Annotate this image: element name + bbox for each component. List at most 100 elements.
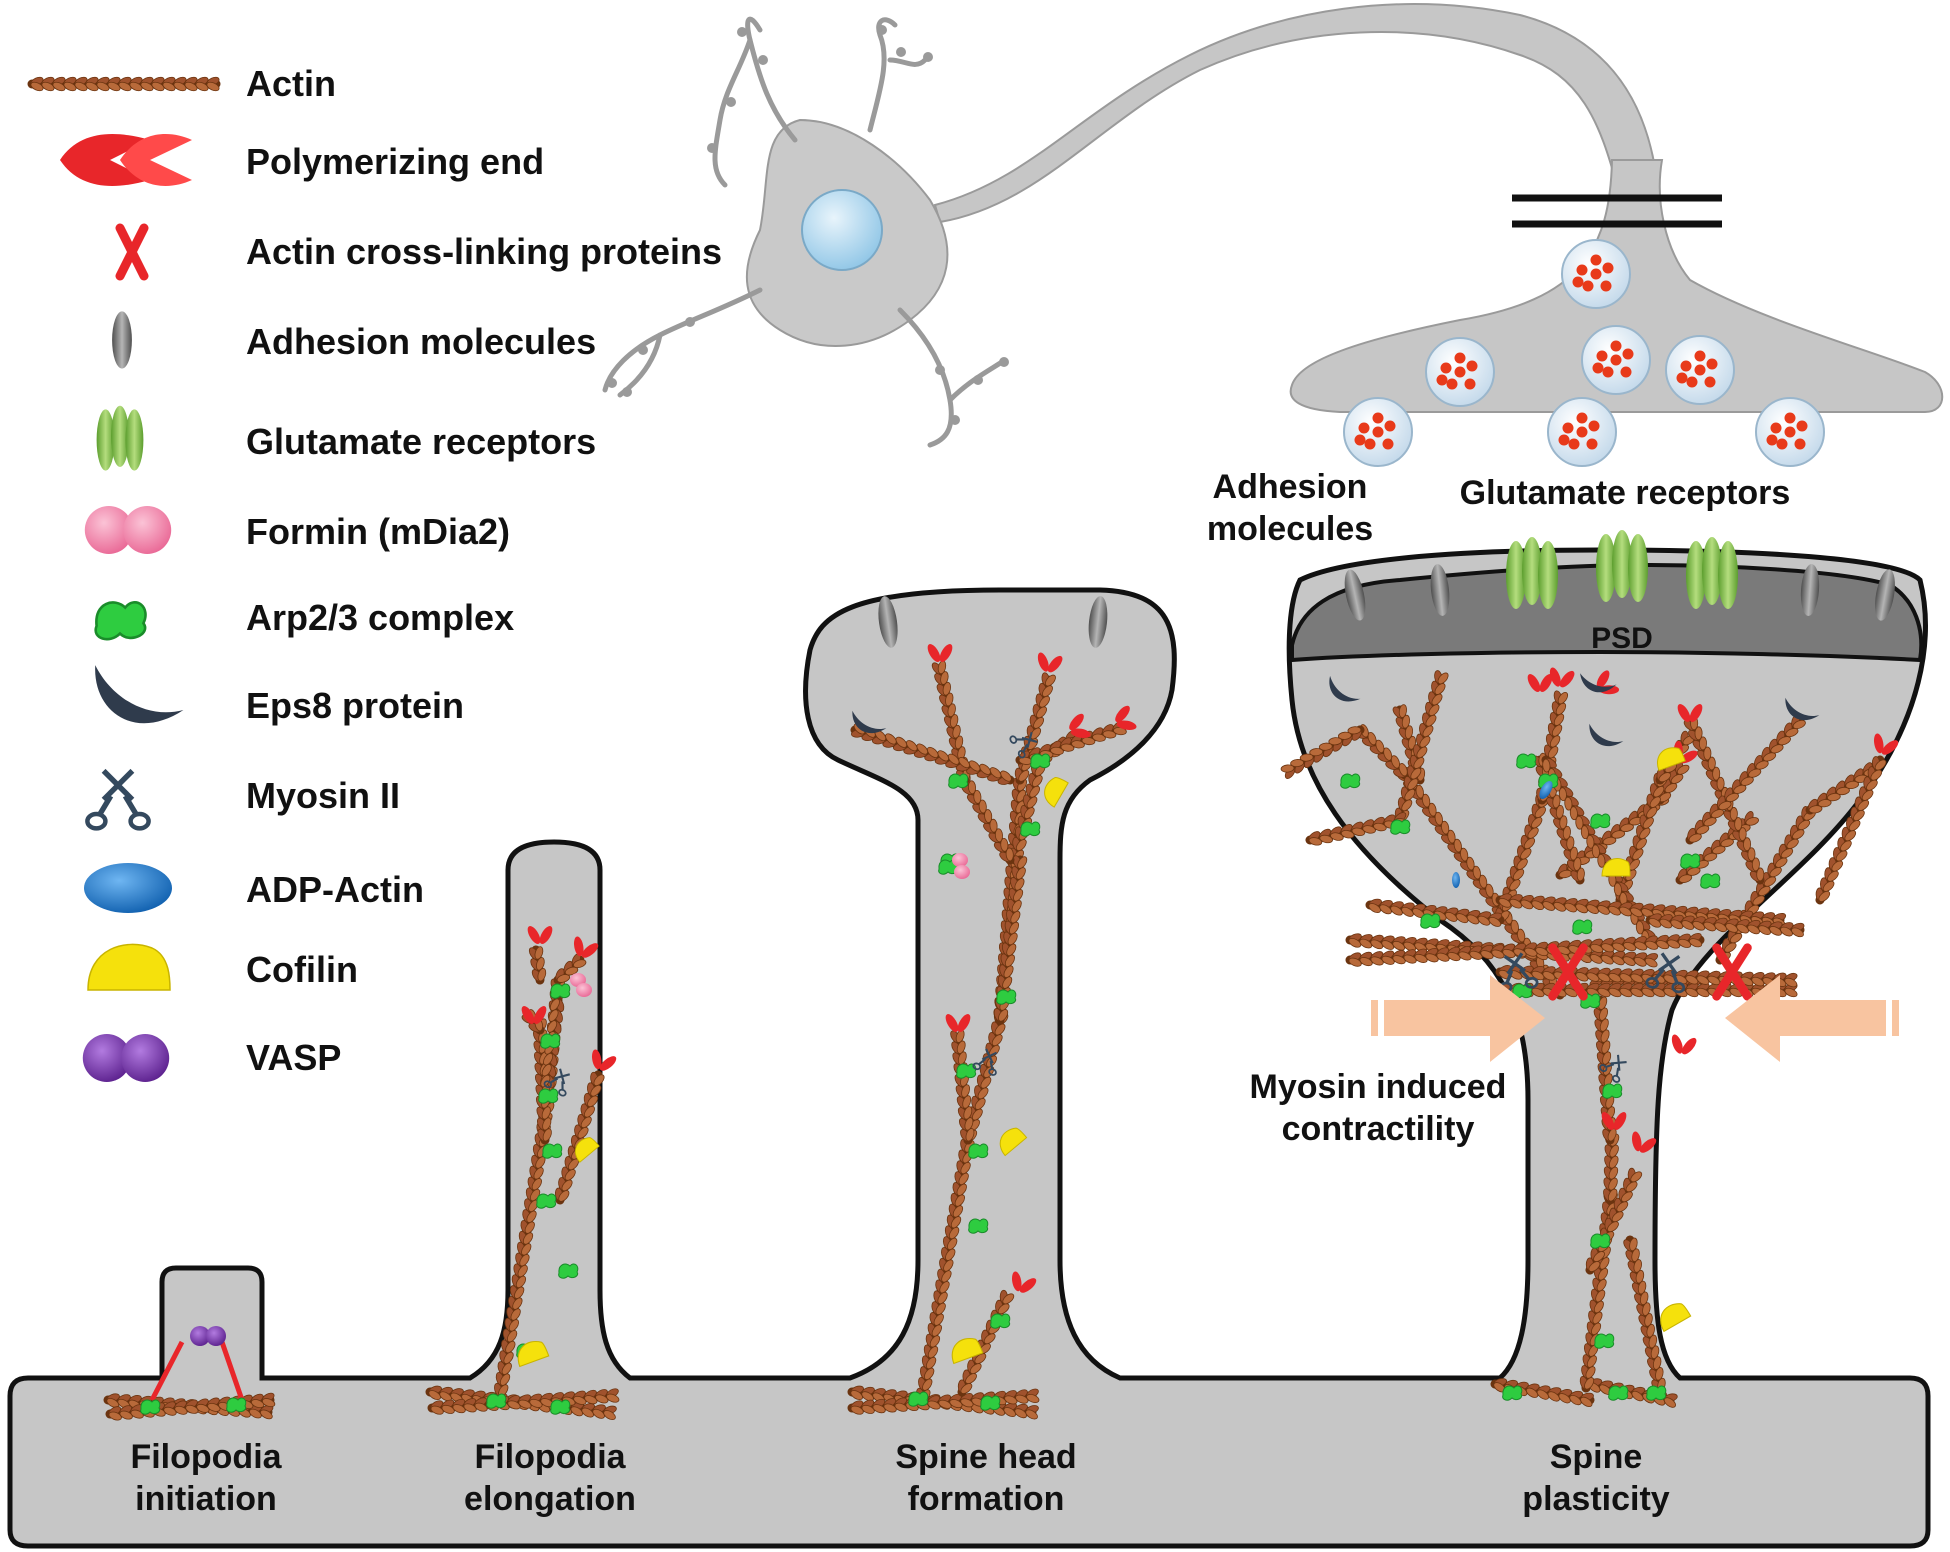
polymerizing-end-marker — [1115, 705, 1137, 731]
glutamate-receptor — [1506, 537, 1558, 609]
cofilin-marker — [1044, 777, 1069, 808]
legend-icon-myosin — [85, 768, 151, 831]
adhesion-molecule — [1344, 569, 1366, 621]
polymerizing-end-marker — [1631, 1131, 1657, 1153]
actin-filament — [528, 945, 547, 985]
cofilin-marker — [1660, 1303, 1692, 1333]
arp23-complex — [538, 1088, 559, 1104]
myosin-annotation-line1: Myosin induced — [1249, 1068, 1507, 1106]
glutamate-receptor — [1686, 537, 1738, 609]
formin-protein — [954, 865, 970, 879]
legend-label-eps8: Eps8 protein — [246, 685, 465, 726]
nucleus — [801, 189, 883, 271]
synaptic-vesicle — [1425, 337, 1495, 407]
synaptic-vesicle — [1561, 239, 1631, 309]
arp23-complex — [1420, 913, 1441, 929]
vasp-protein — [190, 1326, 226, 1346]
legend-label-vasp: VASP — [246, 1037, 342, 1078]
arp23-complex — [550, 1399, 571, 1415]
polymerizing-end-marker — [927, 644, 953, 662]
polymerizing-end-marker — [1527, 674, 1553, 692]
stage-caption-filopodia-initiation: Filopodia initiation — [130, 1438, 282, 1518]
legend-label-actin: Actin — [246, 63, 336, 104]
glutamate-annotation: Glutamate receptors — [1459, 474, 1791, 512]
adp-actin — [1452, 872, 1460, 888]
stage-caption-spine-head-formation: Spine head formation — [895, 1438, 1077, 1518]
polymerizing-end-marker — [1873, 733, 1899, 755]
myosin-contractility-annotation: Myosin induced contractility — [1228, 1066, 1528, 1150]
polymerizing-end-marker — [1671, 1034, 1697, 1055]
arp23-complex — [1502, 1385, 1523, 1401]
cofilin-marker — [1657, 747, 1686, 772]
arp23-complex — [968, 1143, 989, 1159]
arp23-complex — [540, 1033, 561, 1049]
arp23-complex — [140, 1399, 161, 1415]
arp23-complex — [226, 1397, 247, 1413]
adp-actin — [1539, 780, 1553, 800]
synaptic-vesicle — [1547, 397, 1617, 467]
dendritic-membrane — [7, 547, 1931, 1549]
myosin-ii — [1599, 1054, 1627, 1083]
legend-icon-cross-linking — [115, 223, 149, 281]
legend-icon-glutamate — [96, 405, 144, 471]
synaptic-vesicle — [1581, 325, 1651, 395]
actin-cross-linker — [1548, 943, 1588, 1001]
adhesion-molecules-group — [878, 564, 1895, 648]
stage-caption-spine-plasticity: Spine plasticity — [1522, 1438, 1670, 1518]
adhesion-annotation: Adhesion molecules — [1190, 466, 1390, 550]
myosin-ii — [543, 1068, 571, 1097]
polymerizing-end-marker — [1011, 1271, 1037, 1293]
adhesion-annotation-line1: Adhesion — [1212, 468, 1368, 506]
actin-filament — [1394, 670, 1449, 825]
adhesion-annotation-line2: molecules — [1206, 510, 1374, 548]
polymerizing-end-marker — [945, 1014, 971, 1032]
contractility-arrow-left — [1365, 975, 1545, 1062]
glutamate-receptors-group — [1506, 530, 1738, 609]
adhesion-molecule — [1430, 564, 1450, 616]
psd-label: PSD — [1591, 622, 1653, 655]
actin-filament — [1009, 751, 1049, 865]
arp23-complex — [1340, 773, 1361, 789]
arp23-complex — [948, 773, 969, 789]
arp23-complex — [908, 1391, 929, 1407]
actin-filament — [1815, 755, 1887, 905]
eps8-cap — [1589, 723, 1624, 747]
adhesion-molecule — [1800, 564, 1820, 616]
actin-binding-proteins — [140, 644, 1899, 1415]
arp23-complex — [1030, 753, 1051, 769]
legend-icon-adhesion — [112, 311, 132, 369]
arp23-complex — [542, 1143, 563, 1159]
adhesion-molecule — [1875, 569, 1895, 621]
arp23-complex — [968, 1218, 989, 1234]
polymerizing-end-marker — [1677, 704, 1703, 722]
actin-filament — [1603, 1133, 1620, 1205]
legend-icon-vasp — [82, 1034, 170, 1082]
arp23-complex — [1516, 753, 1537, 769]
arp23-complex — [1390, 819, 1411, 835]
legend-icon-eps8 — [95, 665, 184, 724]
legend-icon-cofilin — [87, 943, 171, 991]
polymerizing-end-marker — [591, 1049, 617, 1071]
polymerizing-end-marker — [1037, 652, 1063, 673]
polymerizing-end-marker — [1549, 667, 1575, 688]
actin-filament — [1715, 805, 1816, 965]
arp23-complex — [1594, 1333, 1615, 1349]
arp23-complex — [550, 983, 571, 999]
polymerizing-end-marker — [1601, 1112, 1627, 1130]
arp23-complex — [980, 1395, 1001, 1411]
cofilin-marker — [999, 1127, 1028, 1157]
legend-icon-formin — [84, 506, 172, 554]
legend-label-polymerizing-end: Polymerizing end — [246, 141, 545, 182]
polymerizing-end-marker — [527, 926, 553, 944]
actin-filament — [1685, 714, 1806, 845]
myosin-ii — [1009, 731, 1038, 759]
formin-protein — [576, 983, 592, 997]
myosin-ii — [1498, 952, 1539, 994]
actin-filament — [1280, 725, 1365, 779]
arp23-complex — [1646, 1385, 1667, 1401]
arp23-complex — [486, 1393, 507, 1409]
actin-cross-linker — [1712, 943, 1752, 1001]
polymerizing-end-marker — [219, 1341, 245, 1401]
cofilin-marker — [951, 1337, 984, 1365]
